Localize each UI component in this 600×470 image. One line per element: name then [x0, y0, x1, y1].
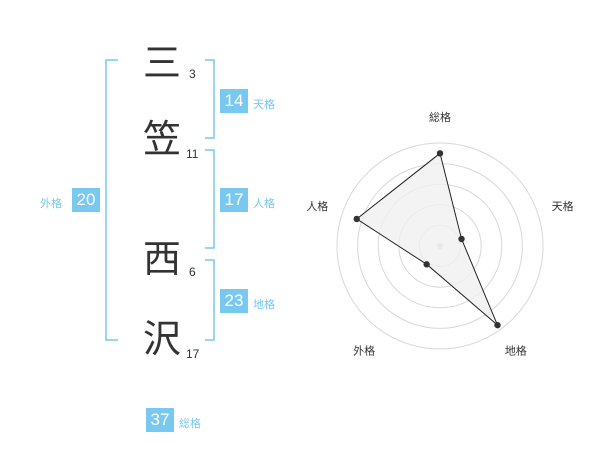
gaikaku-label: 外格: [40, 197, 62, 210]
radar-point: [458, 235, 465, 243]
radar-axis-label: 天格: [552, 199, 574, 213]
tenkaku-label: 天格: [253, 98, 275, 111]
soukaku-label: 総格: [179, 417, 201, 430]
jinkaku-bracket: [205, 149, 215, 249]
gaikaku-bracket: [105, 59, 118, 341]
chikaku-bracket: [205, 259, 215, 341]
radar-point: [423, 261, 430, 268]
tenkaku-badge: 14: [220, 89, 248, 113]
jinkaku-badge: 17: [220, 188, 248, 212]
radar-axis-label: 地格: [505, 343, 527, 357]
radar-point: [353, 215, 360, 223]
radar-series: [355, 152, 498, 326]
radar-axis-label: 総格: [429, 110, 451, 124]
stroke-count-2: 11: [186, 147, 199, 161]
name-char-4: 沢: [143, 317, 182, 361]
radar-axis-label: 人格: [306, 199, 328, 213]
name-char-3: 西: [143, 237, 182, 281]
name-char-2: 笠: [143, 117, 182, 161]
radar-point: [494, 321, 501, 329]
name-char-1: 三: [143, 41, 182, 85]
stroke-count-3: 6: [189, 265, 196, 279]
radar-point: [436, 150, 444, 157]
jinkaku-label: 人格: [253, 197, 275, 210]
stroke-count-4: 17: [186, 347, 200, 361]
chikaku-label: 地格: [253, 298, 275, 311]
radar-ring: [336, 142, 544, 350]
soukaku-badge: 37: [146, 408, 174, 432]
tenkaku-bracket: [205, 59, 215, 139]
gaikaku-badge: 20: [72, 188, 100, 212]
radar-axis-label: 外格: [353, 343, 375, 357]
chikaku-badge: 23: [220, 289, 248, 313]
stroke-count-1: 3: [189, 67, 196, 81]
